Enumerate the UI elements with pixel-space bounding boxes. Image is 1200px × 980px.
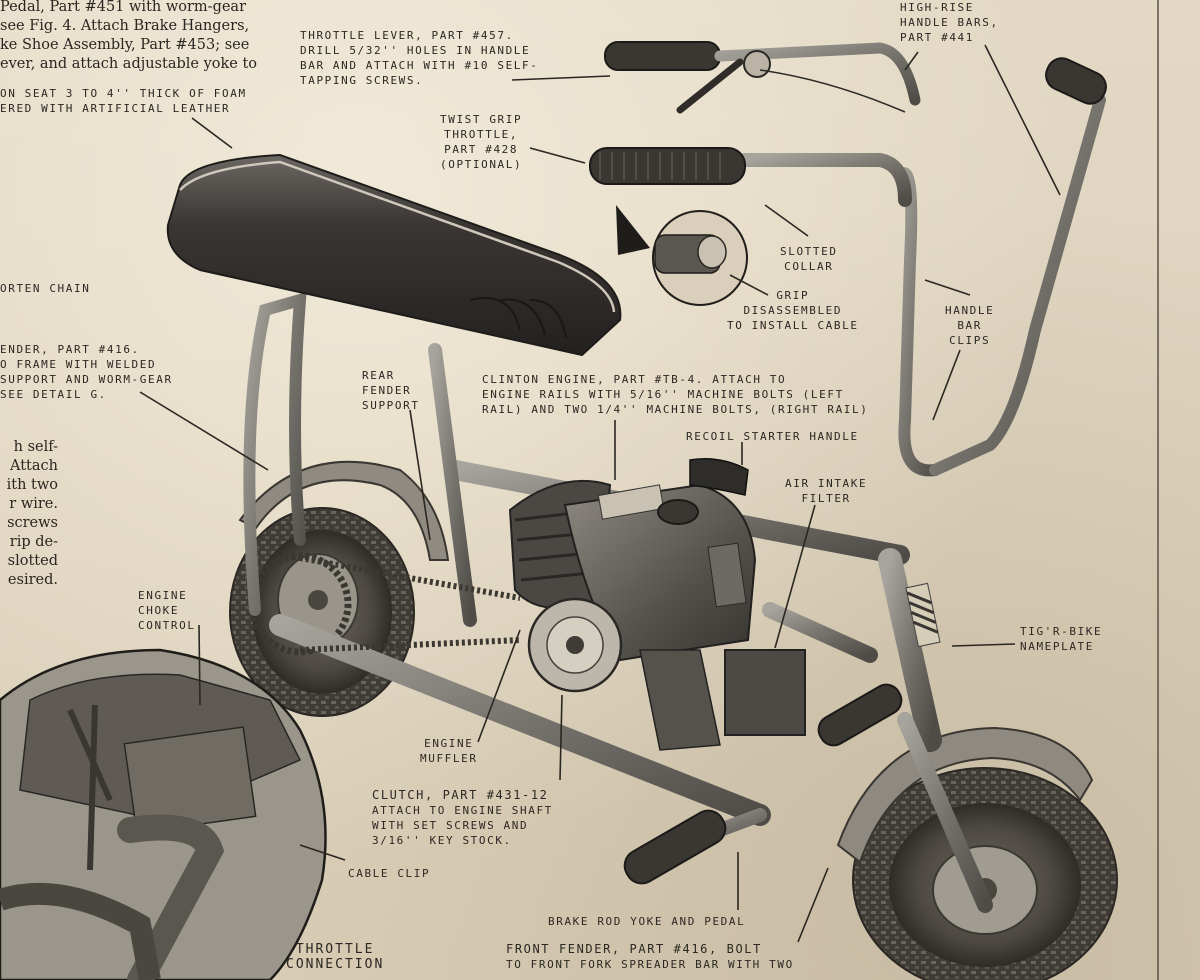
label-line: AIR INTAKE: [785, 477, 868, 490]
label-tigr-bike-nameplate: TIG'R-BIKE NAMEPLATE: [1020, 624, 1102, 654]
label-front-fender: FRONT FENDER, PART #416, BOLT TO FRONT FO…: [506, 942, 794, 972]
label-line: WITH SET SCREWS AND: [372, 819, 529, 832]
label-line: CONNECTION: [286, 957, 385, 972]
label-line: COLLAR: [784, 260, 834, 273]
label-line: ENGINE: [138, 589, 188, 602]
label-line: TO FRONT FORK SPREADER BAR WITH TWO: [506, 958, 794, 971]
label-line: 3/16'' KEY STOCK.: [372, 834, 512, 847]
label-line: RAIL) AND TWO 1/4'' MACHINE BOLTS, (RIGH…: [482, 403, 869, 416]
label-line: REAR: [362, 369, 395, 382]
text-fragment-top-left: Pedal, Part #451 with worm-gear see Fig.…: [0, 0, 257, 74]
label-line: TO INSTALL CABLE: [727, 319, 859, 332]
label-line: ENDER, PART #416.: [0, 343, 140, 356]
fragment-line: ever, and attach adjustable yoke to: [0, 56, 258, 72]
fragment-line: Pedal, Part #451 with worm-gear: [0, 0, 247, 15]
label-engine-choke-control: ENGINE CHOKE CONTROL: [138, 588, 196, 633]
label-line: SUPPORT: [362, 399, 420, 412]
label-line: PART #428: [444, 143, 519, 156]
label-line: ENGINE RAILS WITH 5/16'' MACHINE BOLTS (…: [482, 388, 844, 401]
label-line: BAR AND ATTACH WITH #10 SELF-: [300, 59, 539, 72]
handlebar-grips: [589, 57, 1107, 885]
fragment-line: see Fig. 4. Attach Brake Hangers,: [0, 18, 250, 34]
label-throttle-lever: THROTTLE LEVER, PART #457. DRILL 5/32'' H…: [300, 28, 538, 88]
throttle-lever-part: [604, 41, 921, 114]
fragment-line: rip de-: [9, 534, 58, 550]
label-line: GRIP: [776, 289, 810, 302]
label-line: CLUTCH, PART #431-12: [372, 788, 549, 802]
label-recoil-starter-handle: RECOIL STARTER HANDLE: [686, 429, 859, 444]
label-slotted-collar: SLOTTED COLLAR: [780, 244, 838, 274]
label-line: HANDLE: [945, 304, 995, 317]
label-air-intake-filter: AIR INTAKE FILTER: [785, 476, 867, 506]
label-clinton-engine: CLINTON ENGINE, PART #TB-4. ATTACH TO ENG…: [482, 372, 868, 417]
label-foam-seat: ON SEAT 3 TO 4'' THICK OF FOAM ERED WITH …: [0, 86, 247, 116]
label-line: MUFFLER: [420, 752, 478, 765]
label-line: FRONT FENDER, PART #416, BOLT: [506, 942, 762, 956]
label-line: ATTACH TO ENGINE SHAFT: [372, 804, 553, 817]
label-handle-bar-clips: HANDLE BAR CLIPS: [945, 303, 994, 348]
label-line: ORTEN CHAIN: [0, 282, 91, 295]
label-line: SLOTTED: [780, 245, 838, 258]
label-twist-grip-throttle: TWIST GRIP THROTTLE, PART #428 (OPTIONAL): [440, 112, 522, 172]
fork-nameplate-stripes: [905, 582, 941, 648]
label-line: CLIPS: [949, 334, 991, 347]
fragment-line: ke Shoe Assembly, Part #453; see: [0, 37, 250, 53]
fragment-line: r wire.: [9, 496, 58, 512]
seat: [166, 153, 622, 357]
fragment-line: screws: [7, 515, 58, 531]
throttle-connection-inset: [0, 648, 327, 980]
label-high-rise-handle-bars: HIGH-RISE HANDLE BARS, PART #441: [900, 0, 999, 45]
label-line: RECOIL STARTER HANDLE: [686, 430, 859, 443]
label-line: HANDLE BARS,: [900, 16, 999, 29]
label-rear-fender: ENDER, PART #416. O FRAME WITH WELDED SUPP…: [0, 342, 173, 402]
grip-detail-inset: [616, 205, 748, 306]
label-line: THROTTLE,: [444, 128, 519, 141]
label-shorten-chain: ORTEN CHAIN: [0, 281, 90, 296]
label-line: CHOKE: [138, 604, 180, 617]
label-line: SEE DETAIL G.: [0, 388, 107, 401]
label-line: TWIST GRIP: [440, 113, 523, 126]
label-line: NAMEPLATE: [1020, 640, 1095, 653]
fragment-line: slotted: [7, 553, 58, 569]
label-line: TAPPING SCREWS.: [300, 74, 424, 87]
fragment-line: ith two: [6, 477, 58, 493]
label-line: DRILL 5/32'' HOLES IN HANDLE: [300, 44, 531, 57]
leader-lines: [139, 44, 1061, 943]
label-line: ON SEAT 3 TO 4'' THICK OF FOAM: [0, 87, 247, 100]
engine: [508, 458, 806, 751]
label-line: FENDER: [362, 384, 412, 397]
label-line: CABLE CLIP: [348, 867, 431, 880]
label-line: PART #441: [900, 31, 975, 44]
label-cable-clip: CABLE CLIP: [348, 866, 430, 881]
fragment-line: esired.: [7, 572, 58, 588]
label-grip-disassembled: GRIP DISASSEMBLED TO INSTALL CABLE: [727, 288, 859, 333]
fragment-line: Attach: [10, 458, 58, 474]
label-rear-fender-support: REAR FENDER SUPPORT: [362, 368, 420, 413]
drive-chain: [299, 555, 521, 653]
label-line: DISASSEMBLED: [743, 304, 843, 317]
label-line: CLINTON ENGINE, PART #TB-4. ATTACH TO: [482, 373, 787, 386]
label-line: TIG'R-BIKE: [1020, 625, 1103, 638]
label-line: ENGINE: [424, 737, 474, 750]
label-line: CONTROL: [138, 619, 196, 632]
label-line: (OPTIONAL): [440, 158, 523, 171]
label-line: BAR: [957, 319, 982, 332]
label-line: BRAKE ROD YOKE AND PEDAL: [548, 915, 746, 928]
label-line: THROTTLE: [295, 942, 375, 957]
label-line: THROTTLE LEVER, PART #457.: [300, 29, 514, 42]
fragment-line: h self-: [13, 439, 58, 455]
label-line: FILTER: [801, 492, 851, 505]
label-engine-muffler: ENGINE MUFFLER: [420, 736, 478, 766]
label-line: HIGH-RISE: [900, 1, 975, 14]
clutch: [527, 597, 623, 693]
label-brake-rod-yoke: BRAKE ROD YOKE AND PEDAL: [548, 914, 745, 929]
text-fragment-left-mid: h self- Attach ith two r wire. screws ri…: [0, 438, 58, 590]
label-line: SUPPORT AND WORM-GEAR: [0, 373, 173, 386]
label-line: ERED WITH ARTIFICIAL LEATHER: [0, 102, 231, 115]
label-line: O FRAME WITH WELDED: [0, 358, 157, 371]
